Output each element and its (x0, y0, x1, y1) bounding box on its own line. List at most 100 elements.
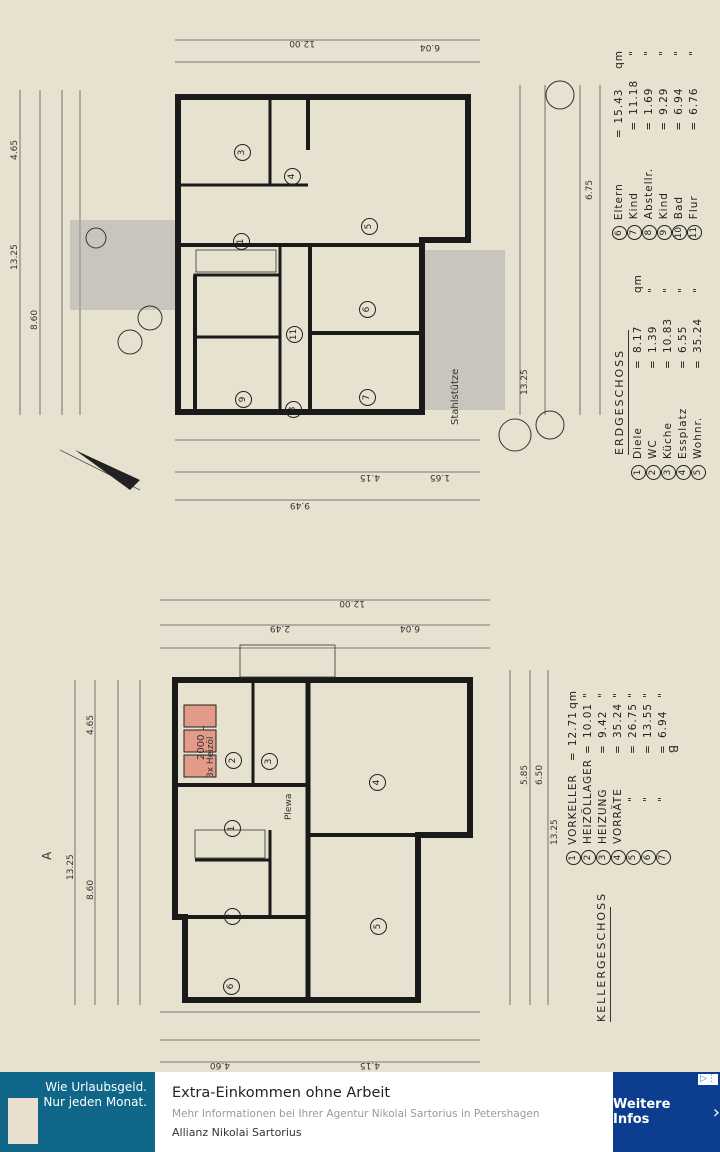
room-unit: " (643, 50, 655, 56)
room-unit: qm (613, 50, 625, 69)
room-name: Kind (658, 192, 670, 220)
room-unit: qm (632, 274, 644, 293)
ad-image-text: Wie Urlaubsgeld. Nur jeden Monat. (43, 1080, 147, 1110)
north-arrow-icon (75, 450, 140, 490)
dimension-label: 6.04 (419, 42, 440, 52)
room-area: 1.39 (647, 325, 659, 353)
room-unit: " (647, 287, 659, 293)
room-area: 35.24 (612, 702, 624, 738)
room-number: 2 (646, 465, 661, 480)
ad-description: Mehr Informationen bei Ihrer Agentur Nik… (172, 1108, 540, 1120)
section-mark-a: A (40, 851, 54, 860)
dimension-label: 13.25 (66, 854, 76, 880)
dimension-label: 4.65 (86, 714, 96, 735)
room-name: Flur (688, 195, 700, 220)
dimension-label: 8.60 (30, 309, 40, 330)
dimension-lines (19, 39, 601, 1063)
ad-image[interactable]: Wie Urlaubsgeld. Nur jeden Monat. (0, 1072, 155, 1152)
dimension-label: 6.04 (399, 623, 420, 633)
dimension-label: 6.50 (535, 764, 545, 785)
adchoices-icon[interactable]: ▷⋮ (698, 1074, 718, 1085)
dimension-label: 4.60 (209, 1060, 230, 1070)
room-unit: " (677, 287, 689, 293)
room-number: 3 (596, 850, 611, 865)
room-marker: 7 (224, 908, 241, 925)
room-unit: " (662, 287, 674, 293)
room-name: Diele (632, 427, 644, 459)
room-marker: 6 (359, 301, 376, 318)
room-name: " (627, 796, 639, 802)
more-info-label: Weitere Infos (613, 1097, 671, 1127)
room-number: 9 (657, 225, 672, 240)
room-unit: " (628, 50, 640, 56)
room-number: 4 (611, 850, 626, 865)
room-area: 12.71 (567, 711, 579, 747)
ad-image-card (8, 1098, 38, 1144)
room-unit: " (673, 50, 685, 56)
ad-banner[interactable]: Wie Urlaubsgeld. Nur jeden Monat. Extra-… (0, 1072, 720, 1152)
room-marker: 4 (284, 168, 301, 185)
room-marker: 5 (370, 918, 387, 935)
legend-row: 5"=26.75" (626, 690, 641, 865)
dimension-label: 1.65 (429, 472, 450, 482)
room-name: Wohnr. (692, 416, 704, 459)
room-area: 15.43 (613, 88, 625, 124)
tank-label: 3x Heizöl (206, 736, 216, 778)
stairs (194, 249, 336, 859)
room-name: Bad (673, 195, 685, 220)
room-area: 10.01 (582, 702, 594, 738)
room-marker: 2 (225, 752, 242, 769)
room-area: 6.94 (657, 710, 669, 738)
room-name: Küche (662, 422, 674, 459)
ground-floor-walls (175, 94, 471, 415)
room-area: 6.76 (688, 87, 700, 115)
room-name: HEIZÖLLAGER (582, 758, 594, 844)
room-number: 2 (581, 850, 596, 865)
dimension-label: 13.25 (550, 819, 560, 845)
steel-column-label: Stahlstütze (450, 368, 461, 425)
room-area: 9.29 (658, 87, 670, 115)
room-number: 5 (626, 850, 641, 865)
legend-row: 6"=13.55" (641, 690, 656, 865)
room-area: 6.94 (673, 87, 685, 115)
terrace-paving (70, 220, 505, 410)
dimension-label: 13.25 (520, 369, 530, 395)
dimension-label: 4.15 (359, 472, 380, 482)
room-unit: " (658, 50, 670, 56)
room-number: 8 (642, 225, 657, 240)
room-unit: " (582, 692, 594, 698)
room-marker: 6 (223, 978, 240, 995)
dimension-label: 2.49 (269, 623, 290, 633)
room-marker: 1 (233, 233, 250, 250)
room-area: 8.17 (632, 325, 644, 353)
plewa-label: Plewa (284, 793, 294, 820)
room-name: " (642, 796, 654, 802)
room-marker: 4 (369, 774, 386, 791)
room-unit: " (597, 692, 609, 698)
room-marker: 3 (234, 144, 251, 161)
ad-image-line1: Wie Urlaubsgeld. (45, 1080, 147, 1094)
ad-title[interactable]: Extra-Einkommen ohne Arbeit (172, 1085, 391, 1101)
room-name: VORKELLER (567, 774, 579, 845)
room-number: 4 (676, 465, 691, 480)
room-unit: " (612, 692, 624, 698)
room-marker: 11 (286, 326, 303, 343)
room-area: 6.55 (677, 325, 689, 353)
room-number: 3 (661, 465, 676, 480)
ground-floor-title: ERDGESCHOSS (612, 330, 629, 455)
basement-walls (172, 677, 473, 1003)
room-unit: " (657, 692, 669, 698)
room-number: 10 (672, 225, 687, 240)
floor-plan-image: 3 4 5 1 6 11 9 8 7 Stahlstütze 2 3 4 1 7… (10, 38, 706, 1070)
more-info-button[interactable]: Weitere Infos › (613, 1072, 720, 1152)
basement-title: KELLERGESCHOSS (594, 892, 611, 1022)
room-marker: 9 (235, 391, 252, 408)
